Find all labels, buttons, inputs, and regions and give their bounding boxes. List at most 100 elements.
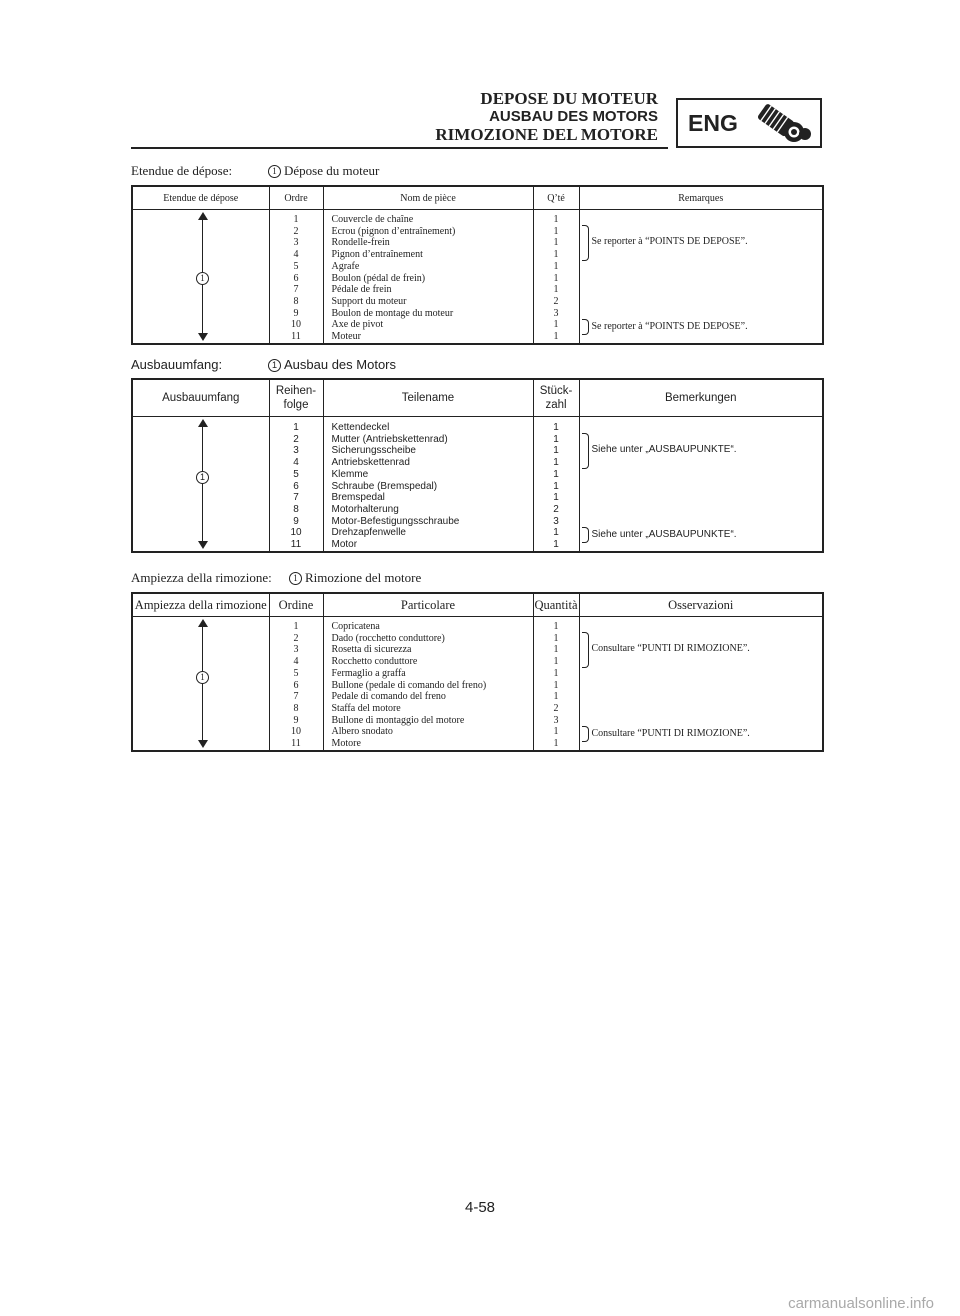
page-title-block: DEPOSE DU MOTEUR AUSBAU DES MOTORS RIMOZ… <box>435 90 658 144</box>
remark-b: Siehe unter „AUSBAUPUNKTE“. <box>591 529 737 540</box>
list-item: Rondelle-frein <box>331 237 390 249</box>
list-item: 2 <box>553 295 559 307</box>
list-item: Klemme <box>331 468 369 480</box>
list-item: Motor <box>331 539 358 551</box>
list-item: 1 <box>553 284 559 296</box>
list-item: 9 <box>293 515 299 527</box>
arrow-up-icon <box>198 212 208 220</box>
list-item: Sicherungsscheibe <box>331 445 417 457</box>
list-item: 2 <box>553 503 559 515</box>
header-rule <box>131 147 668 149</box>
list-item: 9 <box>293 714 299 726</box>
col-header-scope: Ausbauumfang <box>132 379 270 417</box>
scope-value-fr: Dépose du moteur <box>284 163 380 178</box>
list-item: 5 <box>293 667 299 679</box>
col-header-scope: Etendue de dépose <box>132 186 270 210</box>
list-item: 1 <box>553 457 559 469</box>
col-header-order: Ordine <box>269 593 324 617</box>
list-item: Motorhalterung <box>331 503 399 515</box>
page-number: 4-58 <box>464 1199 496 1216</box>
list-item: Copricatena <box>331 621 380 632</box>
list-item: Moteur <box>331 331 361 343</box>
list-item: Rocchetto conduttore <box>331 656 418 668</box>
list-item: 4 <box>293 656 299 668</box>
arrow-down-icon <box>198 332 208 341</box>
col-header-qty: Quantità <box>533 593 580 617</box>
list-item: 1 <box>553 539 559 551</box>
remarks-cell: Consultare “PUNTI DI RIMOZIONE”. Consult… <box>579 617 823 751</box>
list-item: Albero snodato <box>331 726 393 738</box>
col-header-order: Reihen-folge <box>269 379 324 417</box>
removal-table-de: Ausbauumfang Reihen-folge Teilename Stüc… <box>131 378 824 553</box>
list-item: 1 <box>293 214 299 225</box>
removal-table-fr: Etendue de dépose Ordre Nom de pièce Q’t… <box>131 185 824 345</box>
list-item: 1 <box>553 433 559 445</box>
list-item: 1 <box>553 272 559 284</box>
removal-table-it: Ampiezza della rimozione Ordine Particol… <box>131 592 824 752</box>
list-item: 10 <box>291 319 301 331</box>
list-item: Boulon (pédal de frein) <box>331 272 426 284</box>
list-item: 10 <box>291 726 301 738</box>
scope-range-cell: 1 <box>132 209 270 344</box>
list-item: 1 <box>553 249 559 261</box>
arrow-up-icon <box>198 419 208 427</box>
list-item: 2 <box>293 632 299 644</box>
list-item: Axe de pivot <box>331 319 384 331</box>
list-item: 1 <box>553 656 559 668</box>
list-item: 4 <box>293 457 299 469</box>
list-item: Rosetta di sicurezza <box>331 644 412 656</box>
list-item: Staffa del motore <box>331 702 401 714</box>
list-item: 7 <box>293 691 299 703</box>
list-item: Dado (rocchetto conduttore) <box>331 632 445 644</box>
col-header-qty: Stück-zahl <box>533 379 580 417</box>
list-item: 1 <box>293 422 299 433</box>
list-item: 1 <box>553 691 559 703</box>
list-item: Pédale de frein <box>331 284 392 296</box>
list-item: Pignon d’entraînement <box>331 249 423 261</box>
list-item: 11 <box>291 331 301 343</box>
list-item: 1 <box>553 331 559 343</box>
list-item: 2 <box>553 702 559 714</box>
list-item: 1 <box>553 667 559 679</box>
list-item: Motor-Befestigungsschraube <box>331 515 460 527</box>
list-item: 6 <box>293 679 299 691</box>
list-item: 3 <box>293 644 299 656</box>
list-item: 1 <box>553 492 559 504</box>
list-item: 1 <box>553 621 559 632</box>
list-item: 10 <box>290 527 302 539</box>
scope-marker: 1 <box>196 471 209 484</box>
list-item: 1 <box>553 738 559 750</box>
remarks-cell: Siehe unter „AUSBAUPUNKTE“. Siehe unter … <box>579 417 823 552</box>
list-item: Pedale di comando del freno <box>331 691 446 703</box>
list-item: 1 <box>553 679 559 691</box>
list-item: 1 <box>553 445 559 457</box>
col-header-scope: Ampiezza della rimozione <box>132 593 270 617</box>
list-item: Ecrou (pignon d’entraînement) <box>331 225 456 237</box>
list-item: 4 <box>293 249 299 261</box>
list-item: 2 <box>293 225 299 237</box>
list-item: Kettendeckel <box>331 422 390 433</box>
section-tag-box: ENG <box>676 98 822 148</box>
list-item: Bullone di montaggio del motore <box>331 714 465 726</box>
list-item: 8 <box>293 503 299 515</box>
list-item: 1 <box>553 260 559 272</box>
page-title-de: AUSBAU DES MOTORS <box>489 108 658 125</box>
list-item: 1 <box>293 621 299 632</box>
list-item: 6 <box>293 480 299 492</box>
page-title-fr: DEPOSE DU MOTEUR <box>480 89 658 108</box>
list-item: Drehzapfenwelle <box>331 527 407 539</box>
list-item: 7 <box>293 284 299 296</box>
list-item: 1 <box>553 237 559 249</box>
list-item: 1 <box>553 214 559 225</box>
scope-value-it: Rimozione del motore <box>305 570 422 585</box>
